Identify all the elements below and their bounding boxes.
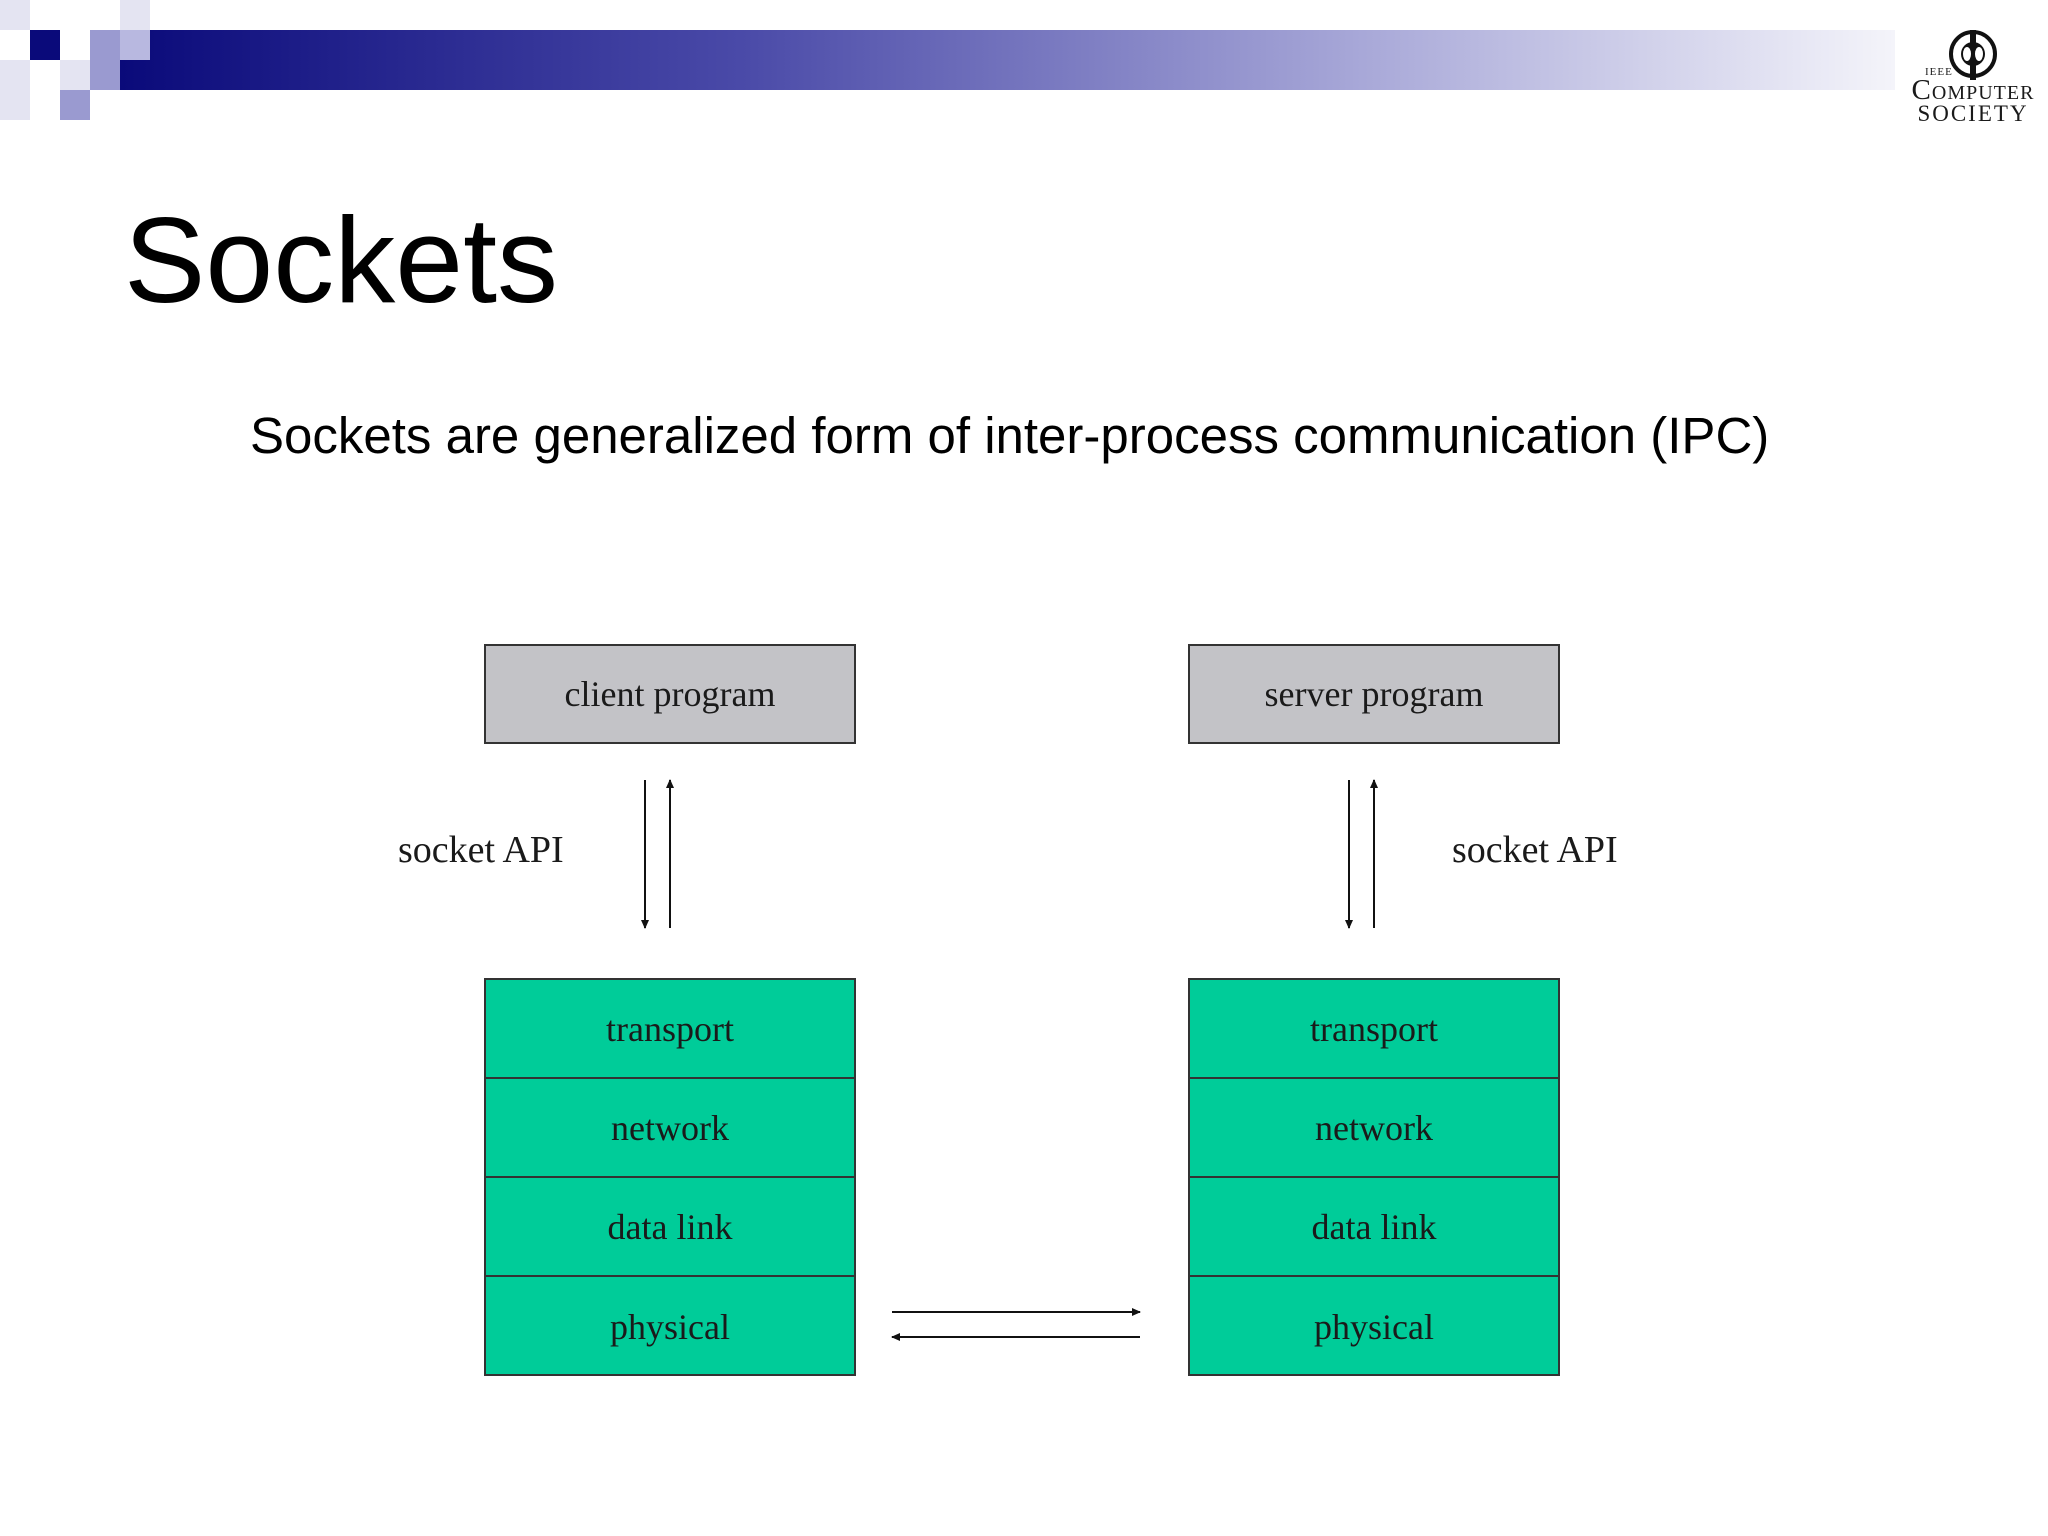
client-socket-api-label: socket API bbox=[398, 829, 564, 871]
server-socket-api-label: socket API bbox=[1452, 829, 1618, 871]
server-layer-network: network bbox=[1190, 1079, 1558, 1178]
client-program-label: client program bbox=[564, 674, 776, 714]
client-program-box: client program bbox=[484, 644, 856, 744]
client-protocol-stack: transport network data link physical bbox=[484, 978, 856, 1376]
client-layer-transport: transport bbox=[486, 980, 854, 1079]
logo-ieee-text: IEEE bbox=[1925, 66, 1953, 78]
server-protocol-stack: transport network data link physical bbox=[1188, 978, 1560, 1376]
client-layer-network: network bbox=[486, 1079, 854, 1178]
slide-subtitle: Sockets are generalized form of inter-pr… bbox=[250, 407, 1770, 464]
client-layer-physical: physical bbox=[610, 1306, 730, 1347]
server-program-label: server program bbox=[1264, 674, 1484, 714]
ieee-computer-society-logo: IEEE Computer SOCIETY bbox=[1893, 28, 2048, 128]
server-program-box: server program bbox=[1188, 644, 1560, 744]
ieee-logo-icon bbox=[1949, 30, 1997, 80]
server-layer-data-link: data link bbox=[1190, 1178, 1558, 1277]
logo-society-text: SOCIETY bbox=[1917, 101, 2029, 126]
header-bar bbox=[0, 0, 1895, 120]
logo-computer-text: Computer bbox=[1911, 74, 2035, 106]
server-layer-physical: physical bbox=[1314, 1306, 1434, 1347]
page-title: Sockets bbox=[124, 192, 558, 328]
client-layer-data-link: data link bbox=[486, 1178, 854, 1277]
server-layer-transport: transport bbox=[1190, 980, 1558, 1079]
